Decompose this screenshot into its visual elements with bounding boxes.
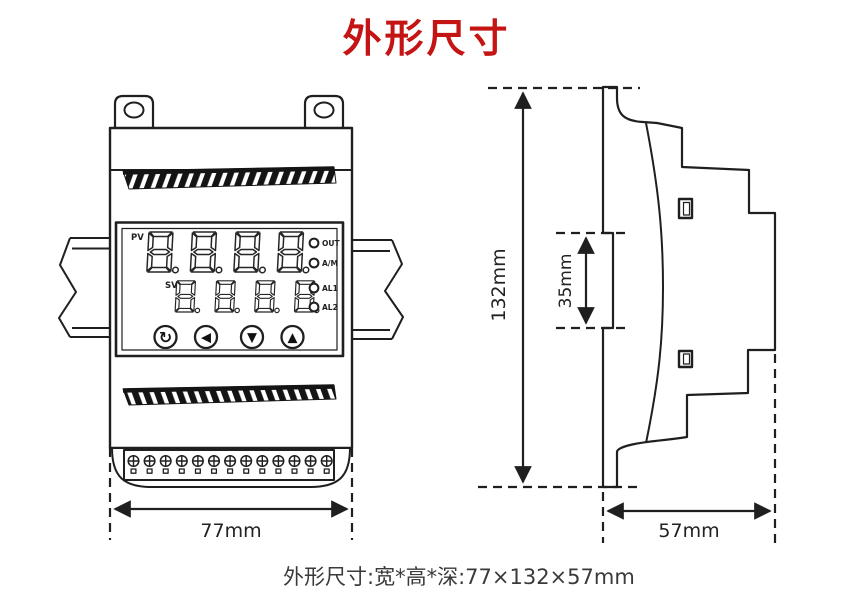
led-indicators: OUT A/M AL1 AL2	[308, 237, 340, 313]
din-rail-right	[352, 239, 404, 340]
led-al1-icon	[308, 282, 320, 294]
width-dimension-label: 77mm	[200, 520, 261, 542]
left-button[interactable]	[193, 324, 219, 350]
vent-slats-top	[122, 166, 337, 190]
led-al2-label: AL2	[322, 303, 338, 312]
panel-buttons: ↻ ◀ ▼ ▲	[153, 324, 305, 350]
led-am-icon	[308, 257, 320, 269]
led-al2-icon	[308, 301, 320, 313]
led-out-label: OUT	[322, 239, 340, 248]
height-dimension	[478, 86, 640, 489]
left-arrow-icon: ◀	[201, 331, 211, 346]
din-rail-left	[58, 237, 110, 338]
height-dimension-label: 132mm	[488, 248, 510, 321]
ear-hole-right	[313, 101, 335, 119]
cycle-arrow-icon: ↻	[159, 328, 172, 347]
depth-dimension-label: 57mm	[658, 520, 719, 542]
vent-slats-bottom	[122, 384, 337, 406]
rail-break-icon	[58, 237, 77, 338]
front-view: PV SV OUT A/M AL1 AL2 ↻ ◀	[58, 94, 404, 542]
led-out-icon	[308, 237, 320, 249]
din-dimension	[556, 231, 628, 330]
pv-label: PV	[131, 233, 144, 243]
page-title: 外形尺寸	[342, 17, 511, 62]
clip-slot-top	[677, 197, 694, 220]
display-bezel-inner	[121, 227, 338, 351]
side-profile	[601, 85, 777, 489]
width-dimension	[108, 448, 354, 540]
rail-break-icon	[384, 239, 404, 340]
size-caption: 外形尺寸:宽*高*深:77×132×57mm	[283, 565, 635, 589]
din-dimension-label: 35mm	[556, 254, 576, 309]
sv-label: SV	[165, 281, 178, 291]
up-arrow-icon: ▲	[288, 331, 298, 346]
clip-slot-bottom	[677, 349, 694, 369]
led-al1-label: AL1	[322, 284, 338, 293]
led-am-label: A/M	[322, 259, 338, 268]
down-arrow-icon: ▼	[247, 331, 257, 346]
up-button[interactable]	[280, 324, 305, 350]
cycle-button[interactable]	[153, 324, 178, 350]
depth-dimension	[601, 354, 777, 543]
ear-hole-left	[123, 101, 145, 119]
down-button[interactable]	[239, 324, 265, 350]
side-view: 132mm 35mm 57mm	[478, 85, 777, 543]
side-bezel-curve	[645, 122, 664, 444]
